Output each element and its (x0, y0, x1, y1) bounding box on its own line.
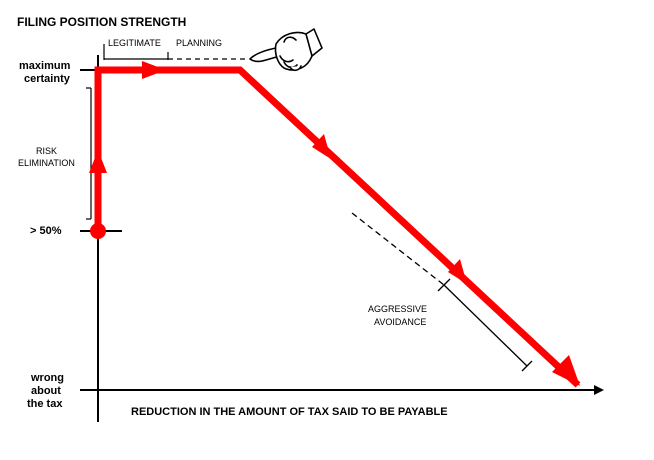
diagram-title: FILING POSITION STRENGTH (17, 15, 187, 29)
legitimate-label: LEGITIMATE (108, 38, 161, 48)
y-label-maximum: maximum (19, 60, 71, 72)
legitimate-planning-bracket (103, 44, 245, 60)
pointing-hand-icon (249, 28, 323, 72)
avoidance-label: AVOIDANCE (374, 317, 427, 327)
start-point (90, 223, 106, 239)
path-arrow-up (89, 150, 107, 173)
path-arrow-right (142, 61, 166, 79)
y-label-the-tax: the tax (27, 398, 63, 410)
risk-elimination-bracket (86, 87, 92, 220)
y-label-certainty: certainty (24, 73, 70, 85)
y-label-about: about (31, 385, 61, 397)
x-axis-label: REDUCTION IN THE AMOUNT OF TAX SAID TO B… (131, 406, 448, 418)
path-arrow-diagonal-2 (448, 259, 467, 284)
filing-position-path (94, 66, 581, 388)
elimination-label: ELIMINATION (18, 158, 75, 168)
planning-label: PLANNING (176, 38, 223, 48)
path-arrow-diagonal-1 (312, 134, 331, 159)
aggressive-avoidance-bracket (351, 212, 533, 372)
risk-label: RISK (36, 146, 58, 156)
path-arrow-end (552, 355, 580, 386)
y-label-fifty-percent: > 50% (30, 225, 62, 237)
aggressive-label: AGGRESSIVE (368, 304, 428, 314)
y-label-wrong: wrong (31, 372, 64, 384)
